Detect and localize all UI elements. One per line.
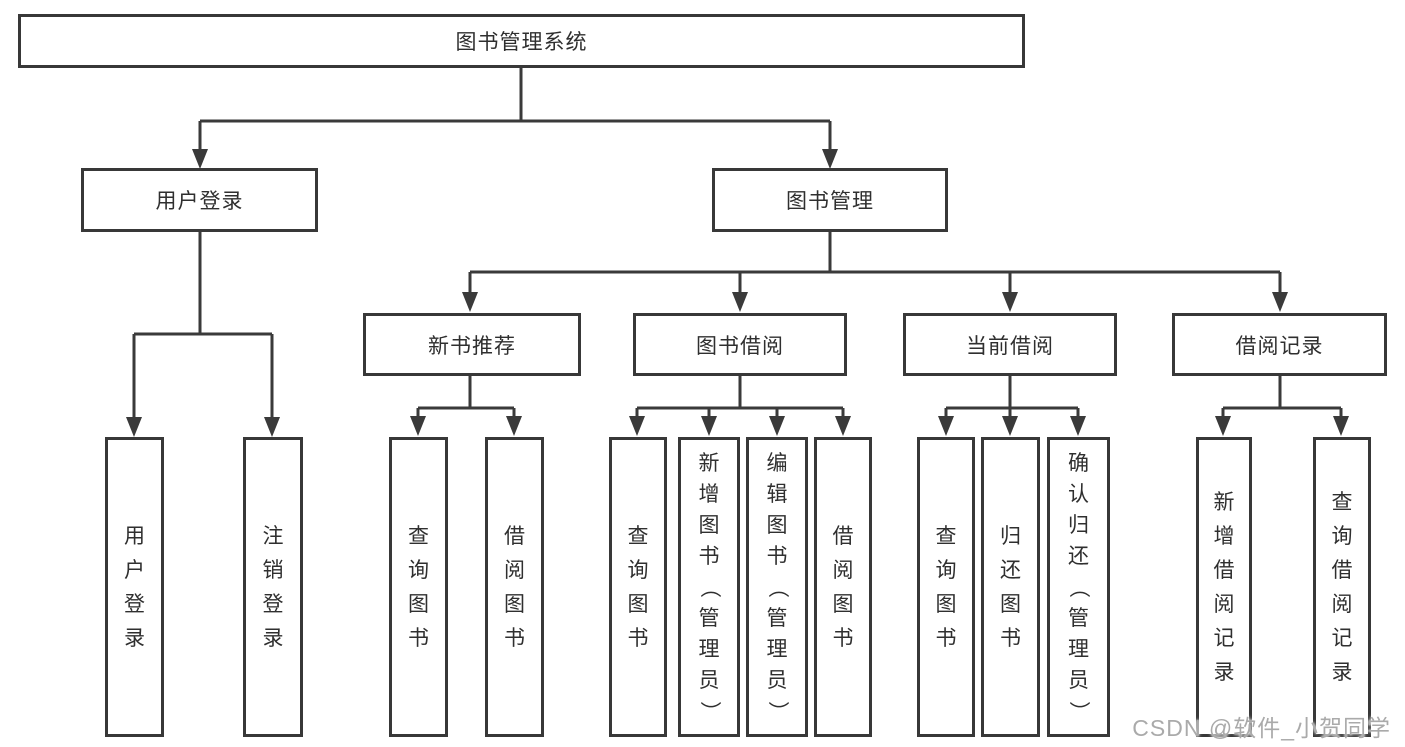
leaf-label: 归还图书	[1000, 524, 1021, 650]
leaf-borrow-books: 借阅图书	[814, 437, 872, 737]
leaf-label: 借阅图书	[832, 524, 854, 650]
leaf-add-books-admin: 新增图书（管理员）	[678, 437, 740, 737]
node-library-management-system: 图书管理系统	[18, 14, 1025, 68]
node-book-borrow: 图书借阅	[633, 313, 847, 376]
leaf-label: 确认归还（管理员）	[1067, 451, 1090, 722]
node-label: 当前借阅	[966, 334, 1054, 358]
leaf-label: 查询图书	[408, 524, 429, 650]
node-current-borrow: 当前借阅	[903, 313, 1117, 376]
leaf-query-borrow-record: 查询借阅记录	[1313, 437, 1371, 737]
leaf-label: 注销登录	[262, 524, 284, 650]
node-label: 图书管理系统	[455, 31, 588, 54]
node-user-login: 用户登录	[81, 168, 318, 232]
leaf-label: 新增借阅记录	[1213, 490, 1235, 684]
leaf-borrow-books-recommend: 借阅图书	[485, 437, 544, 737]
leaf-return-books: 归还图书	[981, 437, 1040, 737]
node-label: 新书推荐	[428, 334, 516, 358]
leaf-label: 查询图书	[935, 524, 957, 650]
leaf-label: 查询借阅记录	[1331, 490, 1353, 684]
arrowheads	[126, 149, 1349, 437]
node-label: 借阅记录	[1235, 334, 1324, 358]
leaf-label: 用户登录	[124, 524, 145, 650]
node-book-management: 图书管理	[712, 168, 948, 232]
node-borrow-record: 借阅记录	[1172, 313, 1387, 376]
leaf-label: 借阅图书	[504, 524, 525, 650]
leaf-label: 查询图书	[627, 524, 649, 650]
node-new-book-recommend: 新书推荐	[363, 313, 581, 376]
leaf-query-books-borrow: 查询图书	[609, 437, 667, 737]
leaf-confirm-return-admin: 确认归还（管理员）	[1047, 437, 1110, 737]
leaf-user-login: 用户登录	[105, 437, 164, 737]
node-label: 图书管理	[786, 190, 874, 213]
leaf-label: 新增图书（管理员）	[697, 451, 721, 722]
node-label: 用户登录	[155, 190, 244, 213]
leaf-label: 编辑图书（管理员）	[765, 451, 789, 722]
leaf-query-books-current: 查询图书	[917, 437, 975, 737]
leaf-query-books-recommend: 查询图书	[389, 437, 448, 737]
leaf-add-borrow-record: 新增借阅记录	[1196, 437, 1252, 737]
leaf-edit-books-admin: 编辑图书（管理员）	[746, 437, 808, 737]
node-label: 图书借阅	[696, 334, 784, 358]
csdn-watermark: CSDN @软件_小贺同学	[1132, 715, 1391, 741]
leaf-logout: 注销登录	[243, 437, 303, 737]
